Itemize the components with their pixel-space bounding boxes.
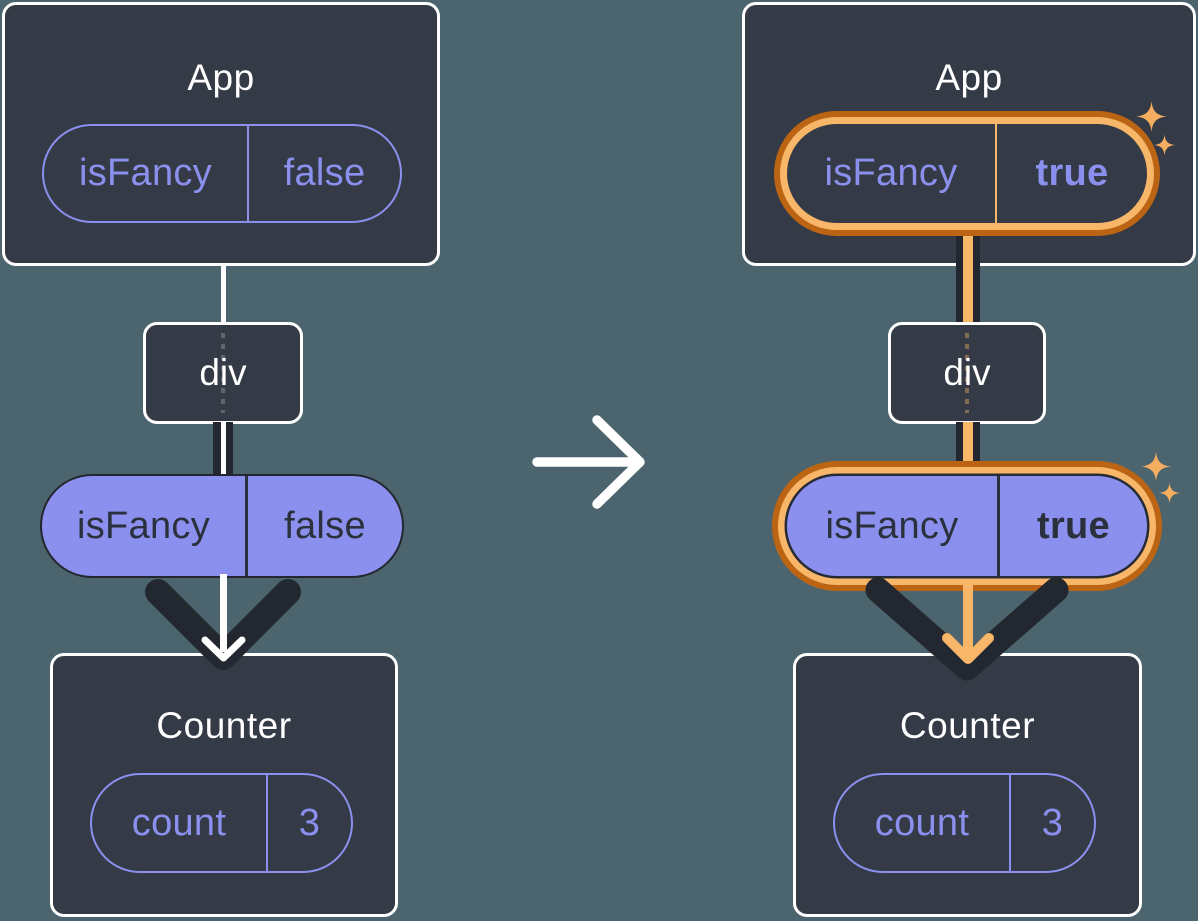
state-value: true bbox=[1035, 152, 1109, 194]
prop-pipe-core-orange bbox=[963, 236, 973, 323]
div-box-before: div bbox=[143, 322, 303, 424]
div-label: div bbox=[943, 352, 991, 393]
state-name: count bbox=[835, 775, 1011, 871]
counter-title: Counter bbox=[156, 705, 292, 746]
state-name: isFancy bbox=[787, 124, 997, 223]
prop-value: false bbox=[284, 504, 366, 547]
counter-title: Counter bbox=[899, 705, 1036, 746]
sparkle-icon bbox=[1141, 451, 1171, 482]
div-label: div bbox=[199, 352, 247, 393]
prop-pipe-core-orange bbox=[963, 422, 973, 470]
state-value: 3 bbox=[1041, 801, 1064, 844]
sparkle-icon bbox=[1154, 134, 1175, 156]
arrow-right-icon bbox=[532, 415, 645, 509]
app-state-pill-before: isFancy false bbox=[42, 124, 402, 223]
sparkle-icon bbox=[1159, 482, 1180, 504]
state-name: isFancy bbox=[44, 126, 249, 221]
app-state-pill-after: isFancy true bbox=[787, 124, 1147, 223]
arrow-down-icon bbox=[145, 574, 301, 670]
counter-state-pill-after: count 3 bbox=[833, 773, 1096, 873]
connector-line-app-div bbox=[221, 263, 226, 325]
state-value: false bbox=[283, 152, 366, 194]
app-title: App bbox=[187, 57, 255, 98]
arrow-down-icon bbox=[865, 577, 1069, 681]
app-title: App bbox=[935, 57, 1003, 98]
passed-prop-pill-after: isFancy true bbox=[787, 476, 1147, 576]
prop-flow-dashed-line bbox=[221, 333, 225, 413]
prop-pipe-core bbox=[221, 422, 226, 478]
passed-prop-pill-before: isFancy false bbox=[42, 476, 402, 576]
state-name: count bbox=[92, 775, 268, 871]
prop-name: isFancy bbox=[42, 476, 248, 576]
state-value: 3 bbox=[298, 801, 321, 844]
div-box-after: div bbox=[888, 322, 1046, 424]
prop-flow-dashed-line bbox=[965, 333, 969, 413]
sparkle-icon bbox=[1136, 101, 1167, 132]
prop-value: true bbox=[1037, 504, 1110, 547]
counter-state-pill-before: count 3 bbox=[90, 773, 353, 873]
prop-name: isFancy bbox=[787, 476, 1000, 576]
